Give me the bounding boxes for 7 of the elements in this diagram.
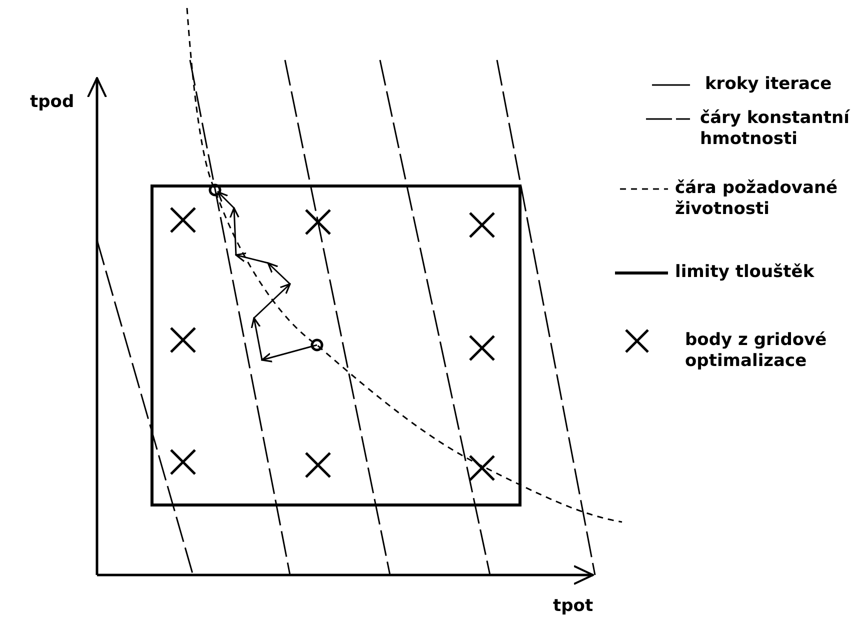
- legend-label: body z gridové optimalizace: [685, 330, 828, 372]
- legend-label: čáry konstantní hmotnosti: [700, 108, 850, 150]
- legend-label: limity tlouštěk: [675, 262, 816, 283]
- axis-label: tpod: [30, 92, 74, 113]
- legend-label: čára požadované životnosti: [675, 178, 839, 220]
- legend-label: kroky iterace: [705, 74, 833, 95]
- axis-label: tpot: [553, 596, 594, 617]
